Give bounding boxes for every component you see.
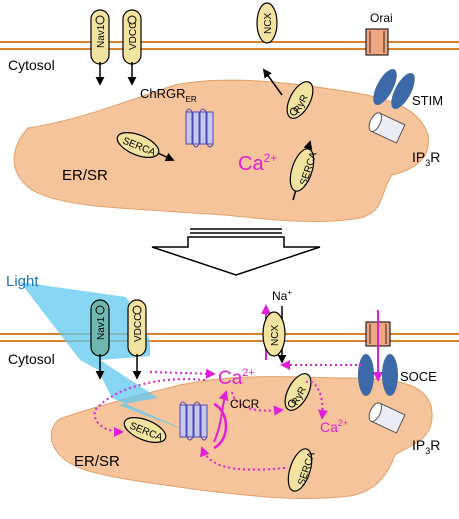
ca-right-label: Ca2+ — [320, 418, 348, 435]
cytosol-label-bottom: Cytosol — [8, 351, 55, 367]
vdcc-label: VDCC — [128, 22, 139, 50]
ip3r-receptor: IP3R — [368, 112, 440, 168]
orai-channel-bottom — [365, 310, 391, 382]
na-label: Na+ — [272, 288, 292, 303]
er-sr-compartment — [13, 79, 429, 222]
vdcc-channel-bottom: VDCC — [127, 299, 147, 380]
flux-ryr-to-ca — [305, 380, 328, 420]
plasma-membrane — [0, 41, 459, 50]
chrgr-er-channel-bottom — [179, 401, 208, 441]
nav1-label: Nav1 — [96, 24, 107, 48]
bottom-panel: Light Cytosol Nav1 VDCC NCX Na+ — [0, 273, 459, 499]
transition-arrow — [151, 228, 321, 276]
vdcc-label-bottom: VDCC — [133, 314, 144, 342]
nav1-channel: Nav1 — [90, 9, 110, 86]
ip3r-label-bottom: IP3R — [412, 437, 440, 456]
ryr-receptor-bottom: RyR — [284, 373, 312, 411]
vdcc-channel: VDCC — [122, 9, 142, 86]
ncx-label-bottom: NCX — [270, 325, 281, 346]
light-label: Light — [6, 273, 39, 290]
er-sr-compartment-bottom — [50, 376, 433, 499]
flux-vdcc-to-cytosol — [149, 368, 216, 379]
top-panel: Cytosol Nav1 VDCC NCX Orai — [0, 2, 459, 222]
stim-label: STIM — [412, 93, 443, 108]
ncx-exchanger: NCX — [256, 2, 278, 44]
chrgr-label: ChRGRER — [140, 86, 197, 104]
orai-channel: Orai — [365, 11, 393, 56]
flux-serca-to-er — [200, 446, 286, 471]
ca-label: Ca2+ — [238, 151, 277, 175]
stim-protein: STIM — [373, 68, 443, 110]
serca-right-pump-bottom: SERCA — [287, 448, 318, 492]
ip3r-receptor-bottom: IP3R — [368, 402, 440, 456]
ca-center-label: Ca2+ — [218, 367, 255, 389]
ncx-exchanger-bottom: NCX Na+ — [261, 288, 292, 364]
flux-cytosol-to-serca — [93, 378, 206, 437]
nav1-label-bottom: Nav1 — [96, 316, 107, 340]
orai-label: Orai — [370, 11, 393, 25]
nav1-channel-bottom: Nav1 — [90, 299, 110, 380]
chrgr-er-channel: ChRGRER — [140, 86, 214, 148]
flux-cicr — [231, 391, 284, 416]
er-sr-label-bottom: ER/SR — [74, 453, 120, 470]
flux-chrgr-to-cytosol — [213, 390, 229, 443]
calcium-flux-paths — [93, 360, 362, 471]
chrgr-release-bracket — [213, 402, 228, 450]
light-beam: Light — [6, 273, 190, 432]
cicr-label: CICR — [230, 397, 260, 411]
cytosol-label: Cytosol — [8, 57, 55, 73]
er-sr-label: ER/SR — [62, 167, 108, 184]
ryr-receptor: RyR — [262, 68, 314, 119]
soce-label: SOCE — [400, 369, 437, 384]
ncx-label: NCX — [263, 13, 274, 34]
ip3r-label: IP3R — [412, 149, 440, 168]
